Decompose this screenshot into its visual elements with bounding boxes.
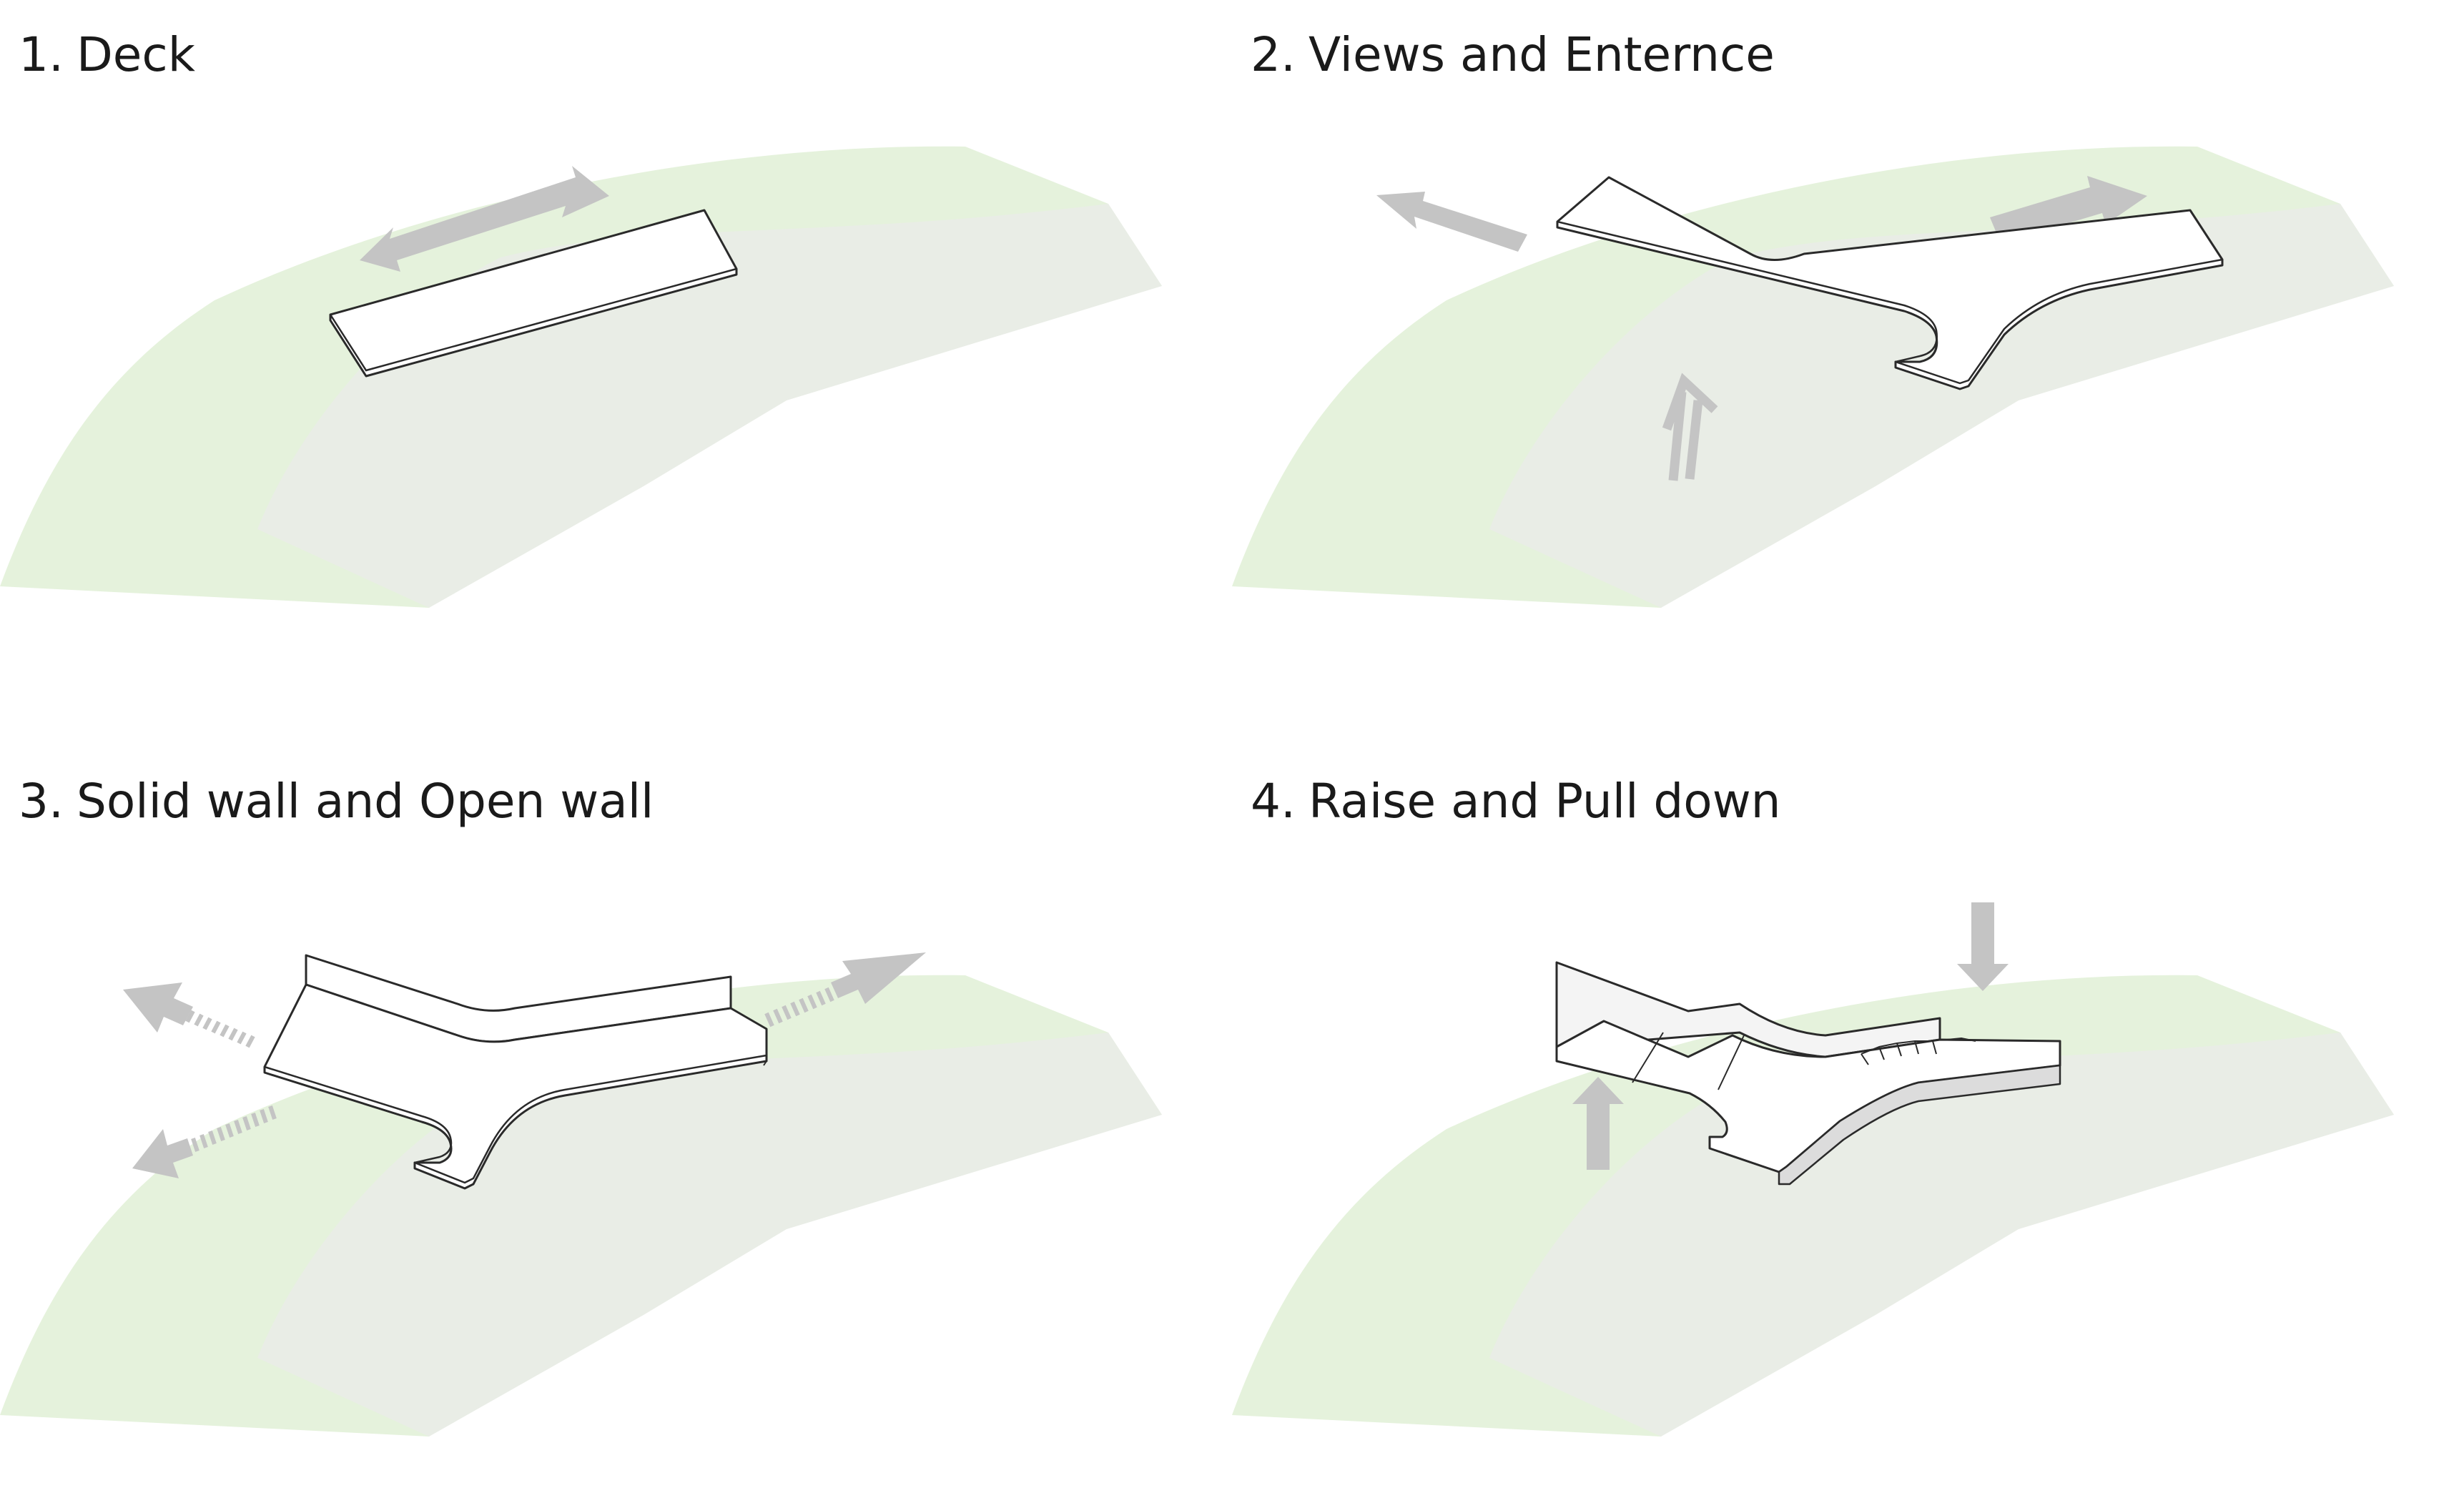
open-wall-arrow-left: [123, 982, 255, 1048]
terrain-grey: [1489, 1033, 2394, 1437]
terrain-grey: [1489, 204, 2394, 608]
terrain: [0, 146, 1162, 608]
raised-wall-right: [1778, 1064, 2061, 1186]
walls-diagram: [0, 952, 1162, 1437]
panel-number: 3.: [19, 774, 64, 829]
panel-label: Views and Enternce: [1308, 27, 1775, 82]
terrain: [1232, 975, 2394, 1437]
open-wall-arrow-lower-left: [132, 1105, 277, 1178]
view-arrow-right: [1990, 176, 2147, 243]
panel-number: 4.: [1251, 774, 1296, 829]
raise-arrow: [1572, 1077, 1624, 1170]
raise-pull-down-diagram: [1232, 902, 2394, 1437]
deck-diagram: [0, 146, 1162, 608]
panel-views-entrance: 2.Views and Enternce: [1232, 0, 2464, 746]
panel-title: 2.Views and Enternce: [1251, 27, 1775, 82]
panel-deck: 1.Deck: [0, 0, 1232, 746]
entrance-arrow: [1662, 373, 1718, 481]
open-wall-arrow-right: [764, 952, 926, 1028]
panel-number: 2.: [1251, 27, 1296, 82]
view-arrow-left: [1376, 192, 1527, 252]
deck-slab: [329, 209, 738, 378]
panel-title: 1.Deck: [19, 27, 195, 82]
deck-arrow-double: [360, 166, 609, 272]
raised-wall-left: [1555, 961, 1941, 1058]
pull-down-arrow: [1957, 902, 2009, 991]
panel-label: Deck: [76, 27, 195, 82]
panel-number: 1.: [19, 27, 64, 82]
panel-solid-open-wall: 3.Solid wall and Open wall: [0, 746, 1232, 1493]
deck-floor: [263, 983, 768, 1190]
panel-label: Raise and Pull down: [1308, 774, 1781, 829]
views-entrance-diagram: [1232, 146, 2394, 608]
panel-title: 3.Solid wall and Open wall: [19, 774, 654, 829]
panel-title: 4.Raise and Pull down: [1251, 774, 1781, 829]
raised-deck: [1555, 961, 2061, 1186]
panel-label: Solid wall and Open wall: [76, 774, 654, 829]
panel-raise-pull-down: 4.Raise and Pull down: [1232, 746, 2464, 1493]
walled-deck: [263, 954, 768, 1190]
y-deck-slab: [1556, 176, 2224, 390]
